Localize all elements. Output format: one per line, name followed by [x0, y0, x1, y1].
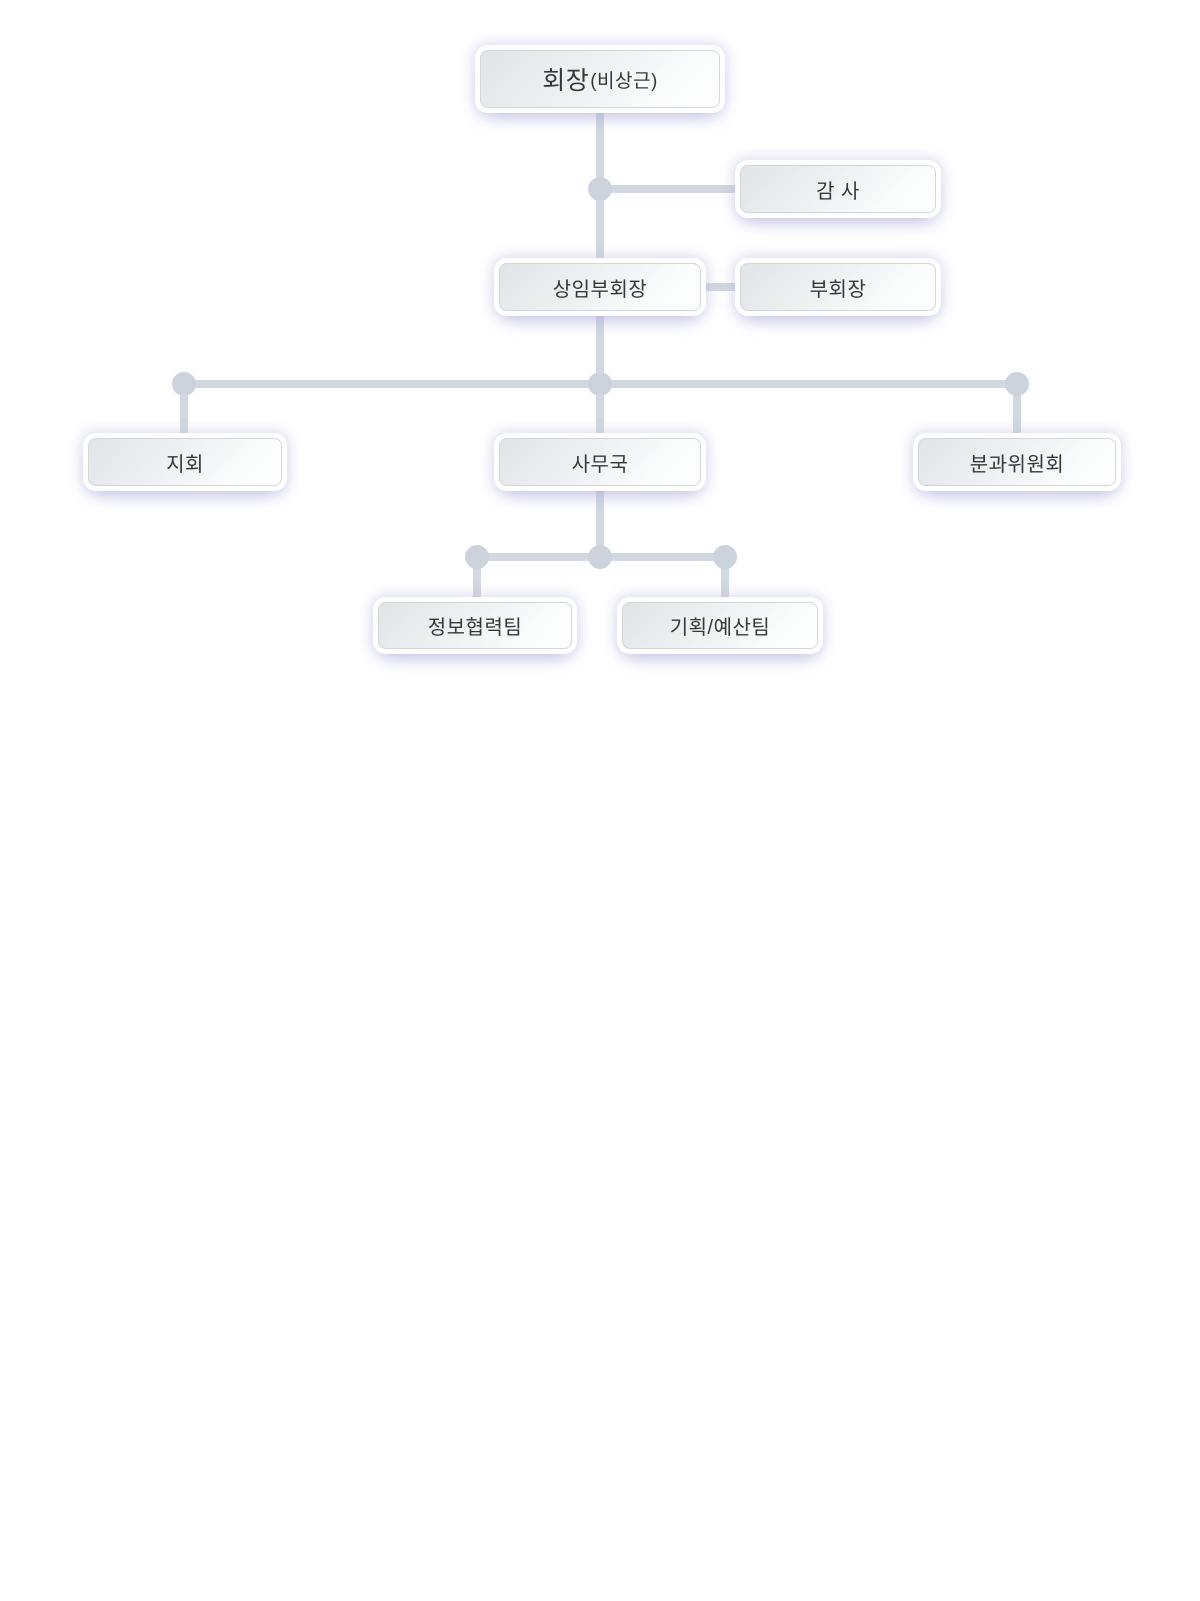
org-node-secretariat-label: 사무국	[571, 453, 629, 476]
org-node-standing-vice-chairman: 상임부회장	[499, 263, 701, 311]
connector-rail-to-branch	[180, 384, 188, 440]
junction-dot-rail-middle	[588, 372, 612, 396]
connector-secretariat-to-teams-rail	[596, 484, 604, 561]
org-node-branch: 지회	[88, 438, 282, 486]
org-node-chairman-label: 회장	[542, 67, 590, 95]
org-node-secretariat: 사무국	[499, 438, 701, 486]
connector-rail-to-secretariat	[596, 384, 604, 440]
org-node-subcommittee-label: 분과위원회	[969, 453, 1065, 476]
junction-dot-auditor	[588, 177, 612, 201]
junction-dot-teams-middle	[588, 545, 612, 569]
junction-dot-teams-right	[713, 545, 737, 569]
org-node-info-cooperation-team: 정보협력팀	[378, 602, 572, 649]
connector-rail-to-planning-team	[721, 557, 729, 604]
org-node-auditor-label: 감 사	[816, 180, 860, 203]
org-node-subcommittee: 분과위원회	[918, 438, 1116, 486]
org-node-planning-budget-team: 기획/예산팀	[622, 602, 818, 649]
org-node-auditor: 감 사	[740, 165, 936, 213]
junction-dot-rail-right	[1005, 372, 1029, 396]
connector-rail-to-info-team	[473, 557, 481, 604]
connector-rail-to-subcommittee	[1013, 384, 1021, 440]
junction-dot-rail-left	[172, 372, 196, 396]
org-node-planning-budget-team-label: 기획/예산팀	[669, 617, 771, 639]
connector-chairman-to-auditor	[600, 185, 740, 193]
connector-standing-vice-to-rail	[596, 309, 604, 388]
connector-standing-vice-to-vice	[701, 283, 740, 291]
org-node-chairman: 회장 (비상근)	[480, 50, 720, 108]
junction-dot-teams-left	[465, 545, 489, 569]
org-node-vice-chairman-label: 부회장	[809, 278, 867, 301]
org-node-branch-label: 지회	[166, 453, 204, 476]
org-node-standing-vice-chairman-label: 상임부회장	[552, 278, 648, 301]
org-node-info-cooperation-team-label: 정보협력팀	[427, 617, 523, 639]
org-node-vice-chairman: 부회장	[740, 263, 936, 311]
org-node-chairman-sublabel: (비상근)	[590, 70, 658, 92]
